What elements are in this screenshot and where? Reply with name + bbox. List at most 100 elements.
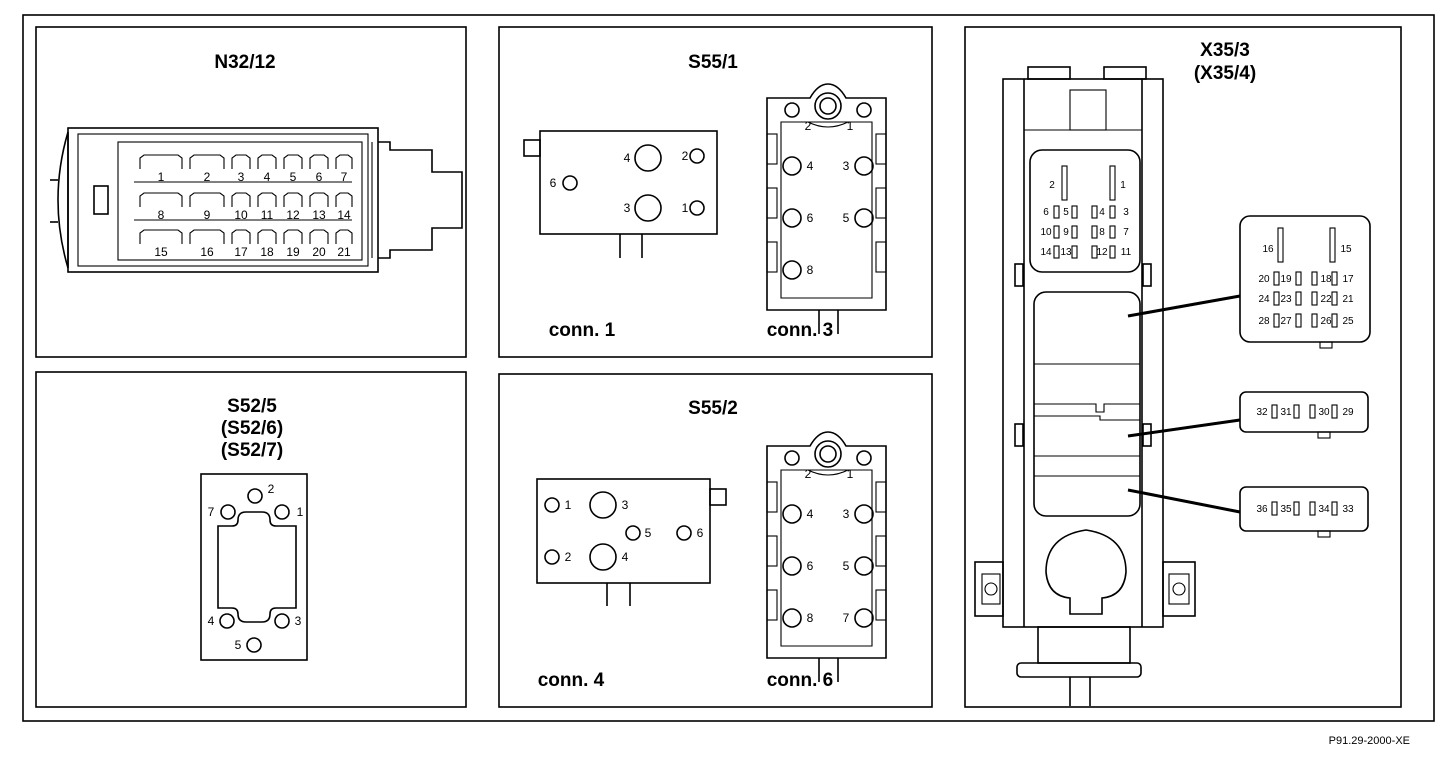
pin-hole xyxy=(854,208,874,228)
pin-label: 2 xyxy=(565,550,572,564)
pin-hole xyxy=(689,200,705,216)
pin-slot xyxy=(1273,291,1280,306)
pin-label: 2 xyxy=(1049,180,1055,191)
pin-hole xyxy=(856,450,872,466)
panel-title-line-2: (S52/6) xyxy=(221,418,283,439)
pin-label: 23 xyxy=(1280,294,1292,305)
panel-title-line-1: S52/5 xyxy=(227,396,277,417)
pin-slot xyxy=(1331,271,1338,286)
pin-slot xyxy=(1329,227,1336,263)
pin-label: 3 xyxy=(622,498,629,512)
pin-label: 2 xyxy=(805,467,812,481)
pin-slot xyxy=(1109,165,1116,201)
x35-detail-3 xyxy=(1239,486,1369,532)
pin-label: 5 xyxy=(235,638,242,652)
pin-label: 3 xyxy=(843,159,850,173)
pin-label: 2 xyxy=(805,119,812,133)
pin-label: 11 xyxy=(1121,247,1132,258)
pin-label: 8 xyxy=(1099,227,1105,238)
pin-label: 1 xyxy=(1120,180,1126,191)
pin-label: 10 xyxy=(1040,227,1052,238)
pin-slot xyxy=(1309,404,1316,419)
conn-3-label: conn. 3 xyxy=(767,320,834,341)
pin-label: 12 xyxy=(286,208,300,222)
pin-label: 3 xyxy=(1123,207,1129,218)
pin-label: 1 xyxy=(158,170,165,184)
inner-contour xyxy=(780,121,873,299)
pin-label: 6 xyxy=(1043,207,1049,218)
pin-label: 7 xyxy=(843,611,850,625)
pin-slot xyxy=(1109,205,1116,219)
boss-inner xyxy=(819,97,837,115)
pin-label: 34 xyxy=(1318,504,1330,515)
pin-hole xyxy=(562,175,578,191)
panel-title-line-3: (S52/7) xyxy=(221,440,283,461)
panel-title: S55/2 xyxy=(688,398,738,419)
pin-label: 8 xyxy=(807,263,814,277)
panel-border xyxy=(35,26,467,358)
pin-slot xyxy=(1053,245,1060,259)
pin-label: 33 xyxy=(1342,504,1354,515)
pin-label: 20 xyxy=(312,245,326,259)
pin-slot xyxy=(1331,291,1338,306)
connector-n32-12-drawing xyxy=(50,127,463,273)
pin-label: 22 xyxy=(1320,294,1332,305)
pin-hole xyxy=(854,556,874,576)
pin-label: 7 xyxy=(341,170,348,184)
pin-label: 5 xyxy=(843,211,850,225)
pin-hole xyxy=(854,156,874,176)
pin-hole xyxy=(782,156,802,176)
pin-cell xyxy=(189,154,225,169)
pin-label: 25 xyxy=(1342,316,1354,327)
pin-label: 1 xyxy=(682,201,689,215)
pin-cell xyxy=(139,229,183,244)
pin-slot xyxy=(1091,245,1098,259)
pin-label: 21 xyxy=(1342,294,1354,305)
pin-hole xyxy=(589,491,617,519)
panel-title: S55/1 xyxy=(688,52,738,73)
pin-slot xyxy=(1091,205,1098,219)
pin-label: 4 xyxy=(1099,207,1105,218)
pin-slot xyxy=(1309,501,1316,516)
pin-slot xyxy=(1295,271,1302,286)
pin-label: 3 xyxy=(295,614,302,628)
pin-label: 2 xyxy=(682,149,689,163)
pin-label: 4 xyxy=(208,614,215,628)
pin-slot xyxy=(1295,291,1302,306)
connector-x35-3-drawing xyxy=(974,66,1241,706)
pin-hole xyxy=(246,637,262,653)
pin-hole xyxy=(782,556,802,576)
pin-hole xyxy=(782,504,802,524)
pin-label: 4 xyxy=(622,550,629,564)
boss-inner xyxy=(819,445,837,463)
pin-hole xyxy=(676,525,692,541)
pin-slot xyxy=(1311,271,1318,286)
pin-label: 30 xyxy=(1318,407,1330,418)
pin-slot xyxy=(1091,225,1098,239)
pin-label: 1 xyxy=(847,119,854,133)
pin-label: 18 xyxy=(260,245,274,259)
pin-cell xyxy=(335,154,353,169)
pin-slot xyxy=(1293,501,1300,516)
pin-hole xyxy=(634,194,662,222)
pin-hole xyxy=(247,488,263,504)
pin-slot xyxy=(1273,271,1280,286)
pin-label: 6 xyxy=(807,559,814,573)
pin-hole xyxy=(854,504,874,524)
pin-slot xyxy=(1295,313,1302,328)
pin-label: 1 xyxy=(565,498,572,512)
pin-cell xyxy=(283,154,303,169)
pin-hole xyxy=(219,613,235,629)
pin-label: 13 xyxy=(312,208,326,222)
pin-label: 17 xyxy=(1342,274,1354,285)
pin-slot xyxy=(1311,313,1318,328)
figure-code: P91.29-2000-XE xyxy=(1329,735,1410,747)
